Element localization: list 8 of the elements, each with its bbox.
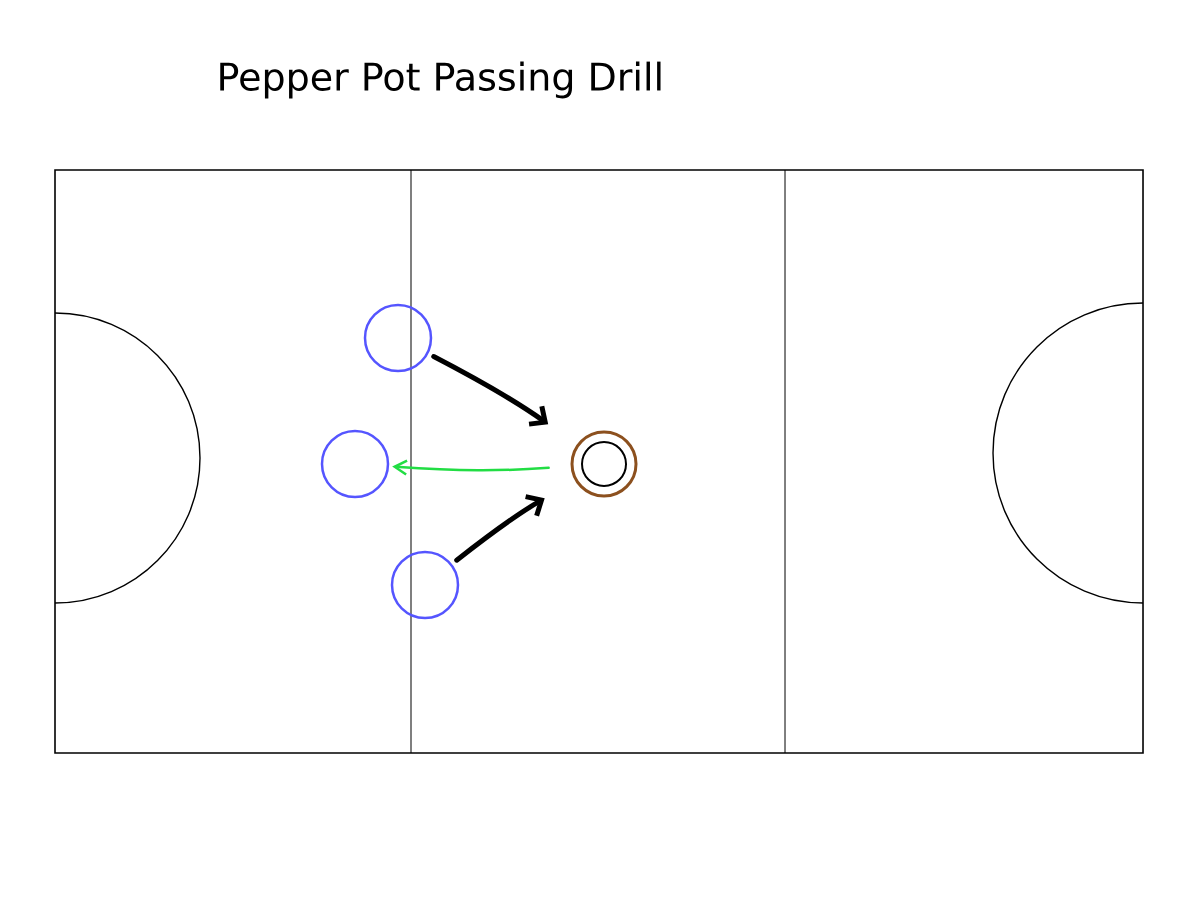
player-circle [320,429,390,499]
player-circle [363,303,433,373]
arrow [454,494,545,563]
ball-ring [570,430,638,498]
title: Pepper Pot Passing Drill [220,61,661,99]
arrow [431,354,549,427]
arrow [392,459,550,476]
player-circle [390,550,460,620]
